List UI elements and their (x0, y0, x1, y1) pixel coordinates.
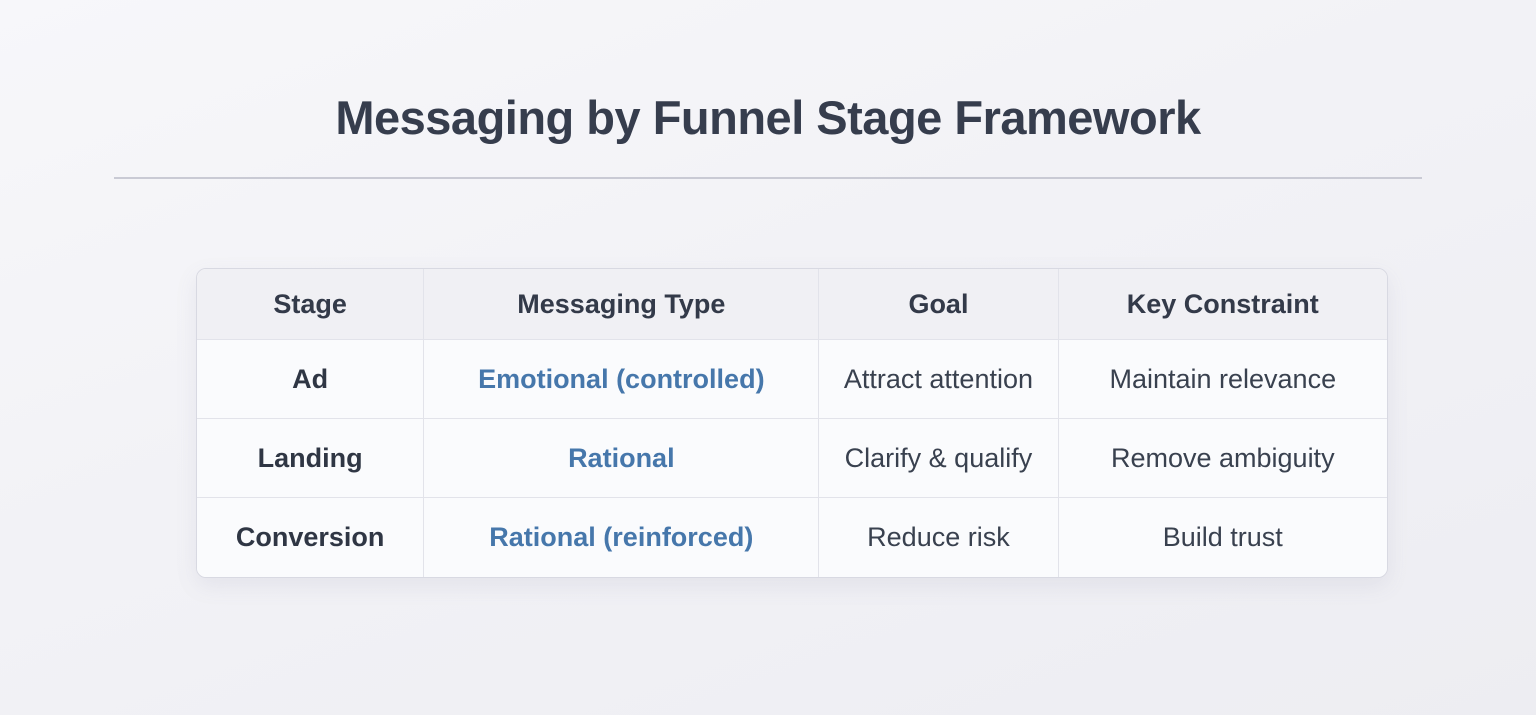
cell-stage: Conversion (197, 498, 425, 577)
column-header-goal: Goal (819, 269, 1059, 340)
table-row-landing: Landing Rational Clarify & qualify Remov… (197, 419, 1387, 498)
cell-goal: Attract attention (819, 340, 1059, 419)
table-row-ad: Ad Emotional (controlled) Attract attent… (197, 340, 1387, 419)
cell-stage: Ad (197, 340, 425, 419)
cell-stage: Landing (197, 419, 425, 498)
table-row-conversion: Conversion Rational (reinforced) Reduce … (197, 498, 1387, 577)
framework-table-container: Stage Messaging Type Goal Key Constraint… (196, 268, 1388, 578)
page-title: Messaging by Funnel Stage Framework (335, 91, 1201, 144)
title-divider (114, 177, 1422, 179)
cell-key-constraint: Build trust (1058, 498, 1387, 577)
column-header-messaging-type: Messaging Type (424, 269, 820, 340)
cell-messaging-type: Rational (reinforced) (424, 498, 820, 577)
table-header: Stage Messaging Type Goal Key Constraint (197, 269, 1387, 340)
cell-goal: Reduce risk (819, 498, 1059, 577)
cell-key-constraint: Maintain relevance (1058, 340, 1387, 419)
header-row: Stage Messaging Type Goal Key Constraint (197, 269, 1387, 340)
table-body: Ad Emotional (controlled) Attract attent… (197, 340, 1387, 577)
cell-messaging-type: Emotional (controlled) (424, 340, 820, 419)
cell-messaging-type: Rational (424, 419, 820, 498)
column-header-stage: Stage (197, 269, 425, 340)
column-header-key-constraint: Key Constraint (1058, 269, 1387, 340)
framework-table: Stage Messaging Type Goal Key Constraint… (197, 269, 1387, 577)
cell-goal: Clarify & qualify (819, 419, 1059, 498)
cell-key-constraint: Remove ambiguity (1058, 419, 1387, 498)
